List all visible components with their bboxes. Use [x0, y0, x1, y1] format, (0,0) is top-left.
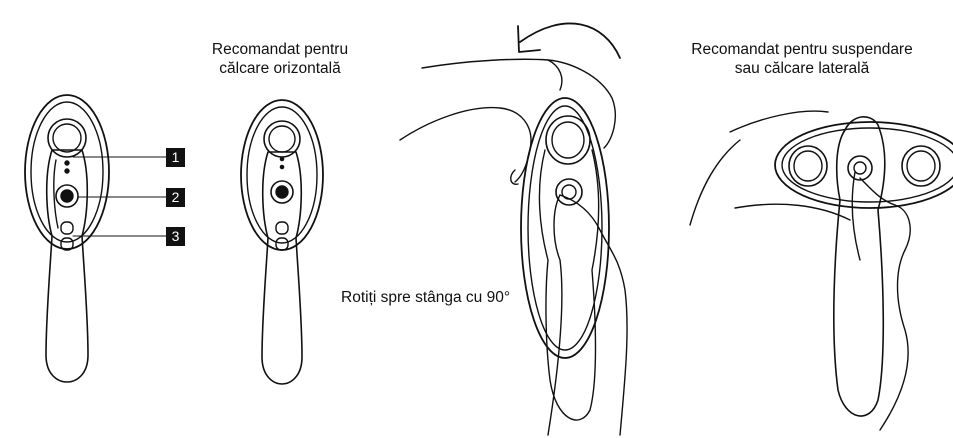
steamer-front-view — [25, 95, 166, 382]
callout-2: 2 — [166, 188, 185, 207]
vertical-caption-line1: Recomandat pentru suspendare — [672, 40, 932, 59]
horizontal-caption: Recomandat pentru călcare orizontală — [180, 40, 380, 78]
steamer-horizontal-view — [241, 100, 323, 384]
vertical-caption: Recomandat pentru suspendare sau călcare… — [672, 40, 932, 78]
rotate-caption: Rotiți spre stânga cu 90° — [341, 288, 510, 307]
steamer-rotating-view — [400, 59, 627, 435]
horizontal-caption-line1: Recomandat pentru — [180, 40, 380, 59]
rotate-arrow-icon — [518, 23, 620, 58]
steamer-vertical-view — [690, 111, 953, 430]
callout-3: 3 — [166, 227, 185, 246]
vertical-caption-line2: sau călcare laterală — [672, 59, 932, 78]
horizontal-caption-line2: călcare orizontală — [180, 59, 380, 78]
callout-1: 1 — [166, 148, 185, 167]
